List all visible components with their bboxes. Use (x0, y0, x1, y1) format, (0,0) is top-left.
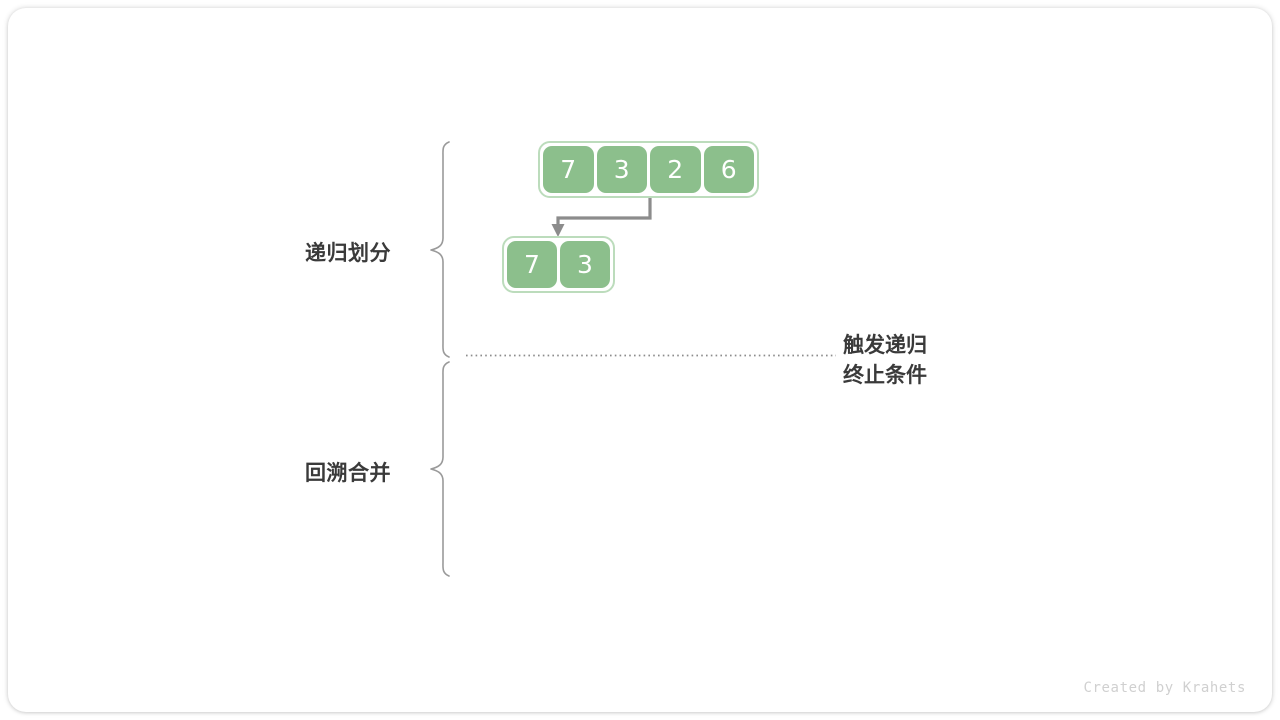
brace-divide (430, 141, 450, 358)
array-cell: 7 (507, 241, 557, 288)
array-cell: 6 (703, 146, 754, 193)
recursion-base-annotation: 触发递归 终止条件 (843, 331, 927, 391)
array-level-0: 7 3 2 6 (538, 141, 759, 198)
array-level-1: 7 3 (502, 236, 615, 293)
array-cell: 3 (560, 241, 610, 288)
array-cell: 3 (596, 146, 647, 193)
page-card (8, 8, 1272, 712)
annotation-line-1: 触发递归 (843, 334, 927, 357)
array-cell: 2 (650, 146, 701, 193)
brace-merge (430, 361, 450, 577)
array-cell: 7 (543, 146, 594, 193)
phase-label-divide: 递归划分 (305, 242, 391, 265)
annotation-line-2: 终止条件 (843, 364, 927, 387)
phase-label-merge: 回溯合并 (305, 462, 391, 485)
divide-arrow (551, 198, 652, 237)
watermark-credit: Created by Krahets (1083, 680, 1246, 696)
